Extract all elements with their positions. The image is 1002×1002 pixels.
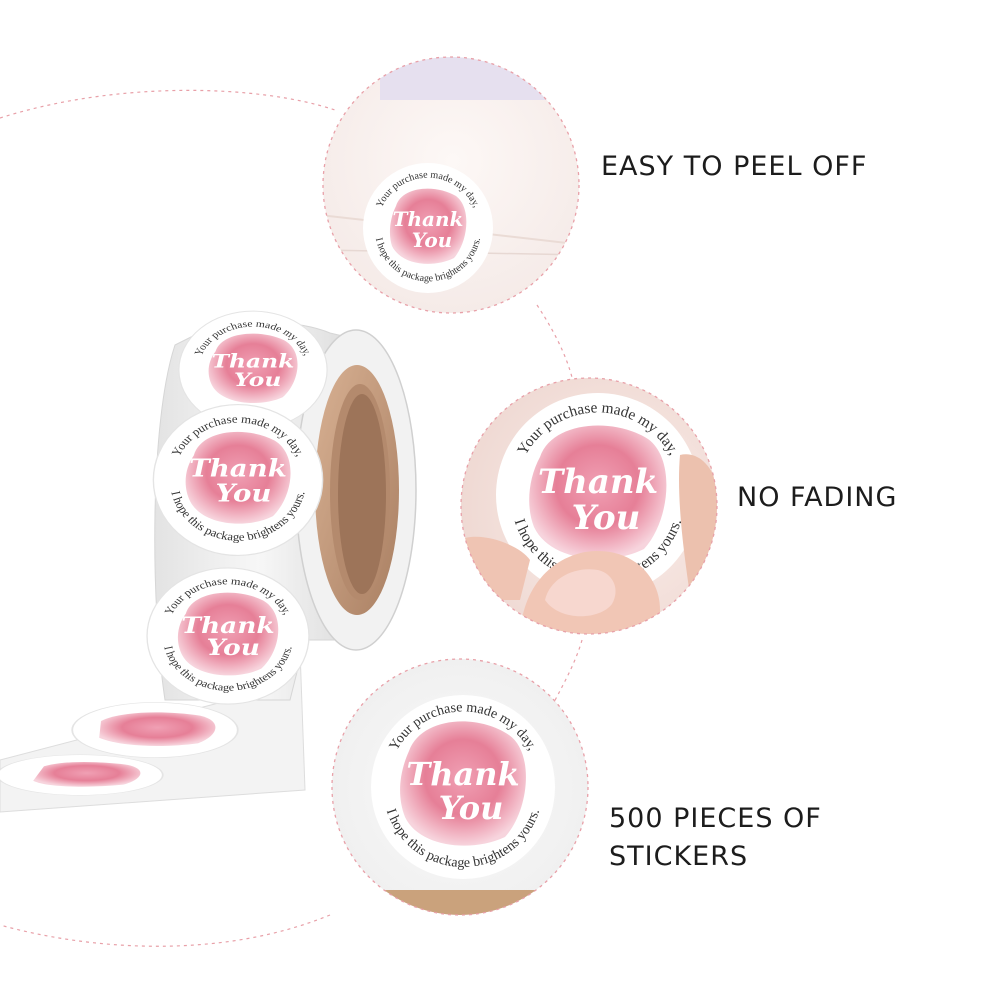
detail-circle-finger: Thank You Your purchase made my day, I h… [460, 377, 718, 635]
svg-text:Thank: Thank [406, 755, 519, 793]
roll-sticker-1: Thank You Your purchase made my day, [178, 310, 328, 430]
svg-text:You: You [572, 498, 641, 538]
sticker-paper: Thank You Your purchase made my day, I h… [371, 695, 555, 879]
feature-label-fading: NO FADING [737, 482, 898, 513]
detail-circle-envelope: Thank You Your purchase made my day, I h… [322, 56, 580, 314]
svg-text:Thank: Thank [393, 207, 464, 231]
feature-label-pieces-line2: STICKERS [609, 841, 749, 872]
svg-text:You: You [207, 634, 260, 660]
sticker-envelope: Thank You Your purchase made my day, I h… [363, 163, 493, 293]
svg-text:You: You [412, 228, 452, 252]
strip-sticker-1 [71, 702, 239, 758]
roll-sticker-3: Thank You Your purchase made my day, I h… [146, 567, 310, 705]
svg-text:You: You [234, 369, 281, 391]
roll-sticker-2: Thank You Your purchase made my day, I h… [152, 403, 324, 557]
strip-sticker-2 [0, 754, 164, 796]
svg-text:Thank: Thank [538, 462, 658, 502]
svg-text:Thank: Thank [212, 350, 295, 372]
feature-label-peel: EASY TO PEEL OFF [601, 151, 868, 182]
sticker-roll: Thank You Your purchase made my day, Tha… [0, 310, 417, 813]
svg-text:Thank: Thank [189, 454, 287, 483]
feature-label-pieces-line1: 500 PIECES OF [609, 803, 822, 834]
svg-text:You: You [439, 789, 504, 827]
feature-label-pieces: 500 PIECES OF STICKERS [609, 800, 822, 876]
svg-text:You: You [216, 479, 272, 508]
svg-text:Thank: Thank [181, 612, 274, 638]
detail-circle-paper: Thank You Your purchase made my day, I h… [331, 658, 589, 916]
